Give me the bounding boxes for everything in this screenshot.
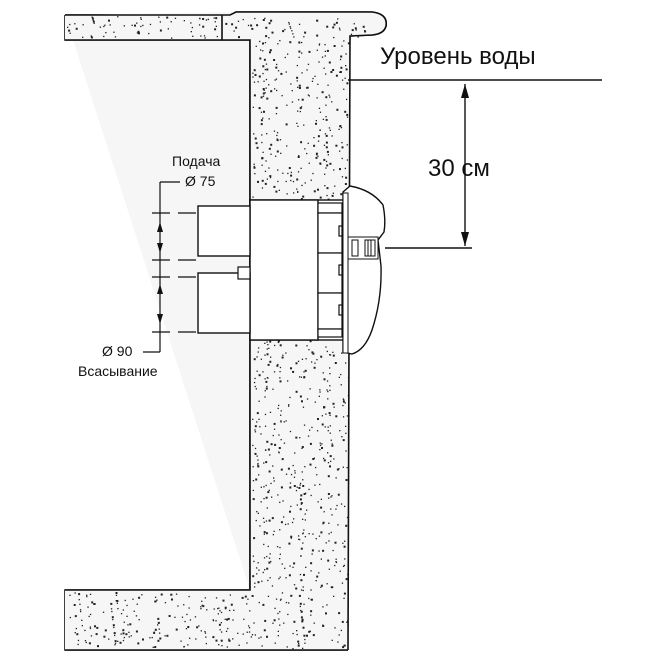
flange-segments [317, 202, 343, 338]
suction-pipe [197, 272, 251, 334]
niche-body [249, 199, 319, 341]
lamp-housing [342, 185, 386, 355]
suction-diameter-label: Ø 90 [102, 343, 133, 359]
water-level-label: Уровень воды [380, 43, 536, 70]
concrete-fill [65, 12, 387, 650]
pipe-fitting [237, 266, 251, 280]
dimension-arrows [157, 222, 163, 324]
supply-diameter-label: Ø 75 [185, 173, 216, 189]
concrete-stipple [67, 16, 367, 650]
lamp-connector [347, 236, 379, 260]
supply-pipe [197, 205, 251, 257]
supply-label: Подача [172, 153, 220, 169]
depth-label: 30 см [428, 155, 490, 182]
suction-label: Всасывание [78, 363, 158, 379]
lamp-rim [342, 192, 349, 354]
